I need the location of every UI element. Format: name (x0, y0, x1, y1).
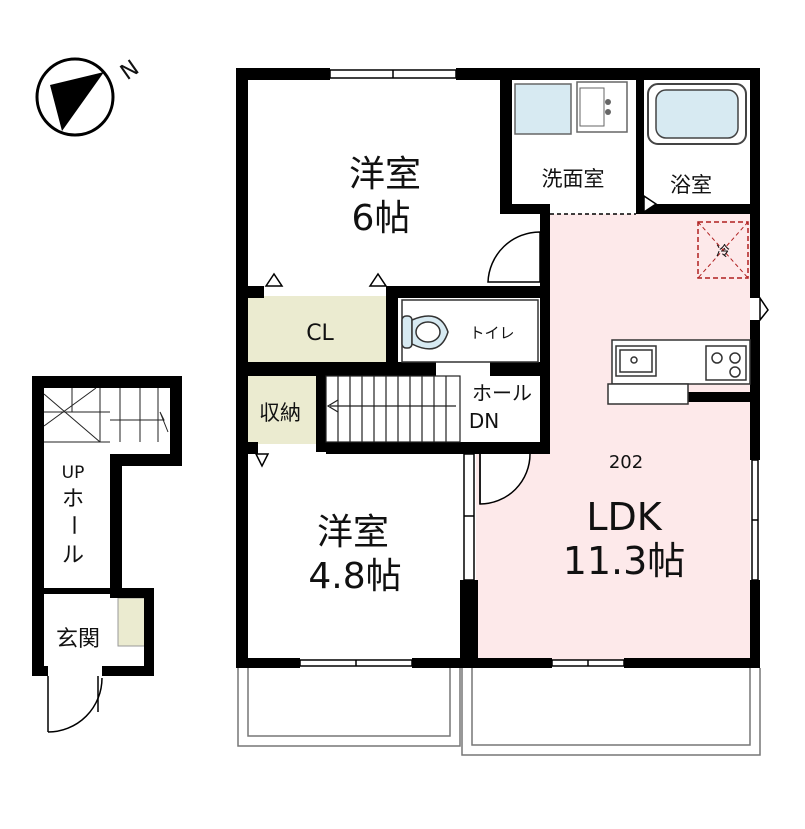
windows (299, 69, 759, 667)
doors (254, 194, 769, 505)
stairs (325, 375, 461, 443)
compass: N (35, 56, 144, 137)
compass-north-label: N (116, 56, 144, 86)
bath-label: 浴室 (670, 173, 712, 197)
walls (236, 68, 760, 668)
stove-icon (705, 345, 747, 381)
ldk-size: 11.3帖 (563, 539, 686, 583)
fridge-space (697, 221, 749, 279)
fridge-label: 冷 (716, 244, 730, 260)
ldk-floor-lower (476, 450, 750, 662)
dn-label: DN (469, 409, 499, 433)
western-a-size: 6帖 (352, 198, 411, 239)
toilet-icon (401, 299, 539, 363)
washroom-label: 洗面室 (542, 167, 605, 191)
ldk-name: LDK (586, 495, 662, 539)
closet-label: CL (306, 321, 334, 346)
storage-label: 収納 (259, 401, 301, 425)
washroom-fixtures (514, 81, 628, 135)
genkan-label: 玄関 (56, 627, 100, 652)
western-b-size: 4.8帖 (308, 556, 401, 597)
washing-machine-icon (514, 83, 572, 135)
entrance-walls (32, 376, 182, 676)
western-a-name: 洋室 (349, 154, 421, 195)
entrance-hall-char-3: ル (62, 543, 84, 568)
bathtub-icon (647, 83, 747, 145)
unit-number: 202 (609, 452, 643, 473)
entrance-up-label: UP (62, 463, 85, 483)
entrance-door (47, 676, 103, 733)
closet-floor (244, 296, 390, 362)
western-b-name: 洋室 (317, 512, 389, 553)
genkan-storage-floor (117, 597, 147, 647)
hall-label: ホール (472, 381, 532, 405)
storage-floor (244, 376, 316, 444)
kitchen-counter (607, 339, 751, 405)
compass-needle-icon (50, 72, 104, 131)
basin-icon (576, 81, 628, 133)
toilet-label: トイレ (469, 324, 514, 342)
entrance-stairs (43, 387, 169, 443)
balconies (237, 668, 761, 756)
entrance-hall-char-2: ー (60, 514, 85, 536)
entrance-hall-char-1: ホ (62, 487, 84, 512)
